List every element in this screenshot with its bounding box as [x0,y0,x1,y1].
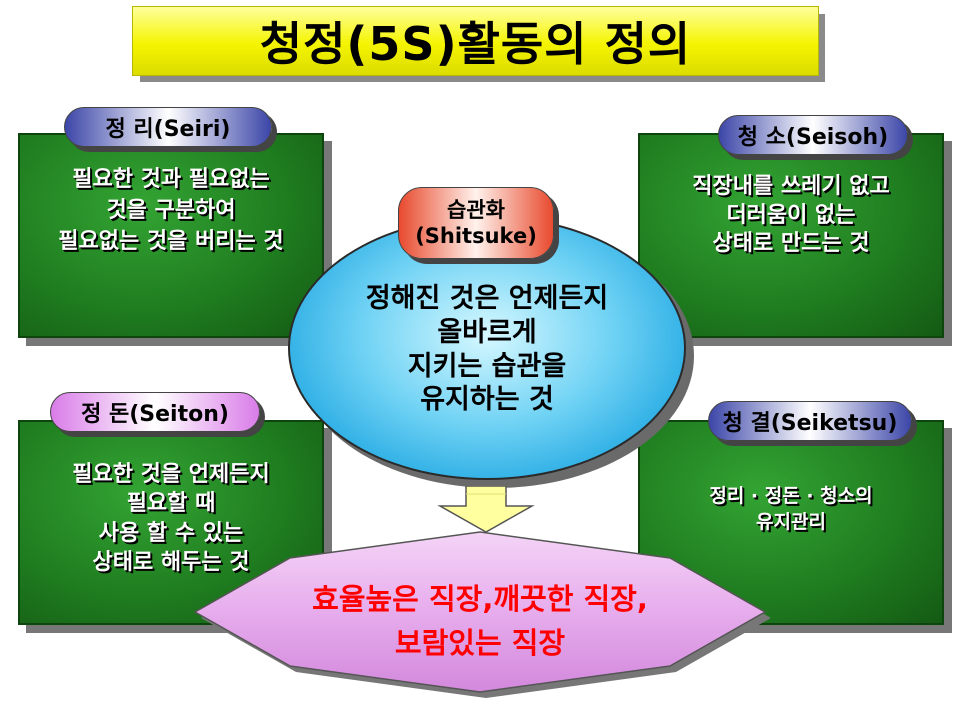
label-seiri: 정 리(Seiri) [64,107,272,147]
page-title: 청정(5S)활동의 정의 [259,17,692,71]
result-text: 효율높은 직장,깨끗한 직장, 보람있는 직장 [190,578,770,665]
box-seisoh: 직장내를 쓰레기 없고 더러움이 없는 상태로 만드는 것 [638,133,944,338]
label-seiketsu: 청 결(Seiketsu) [708,401,912,441]
result-line: 효율높은 직장,깨끗한 직장, [312,582,648,616]
title-box: 청정(5S)활동의 정의 [132,6,819,76]
box-seiri-line: 필요한 것과 필요없는 [72,167,270,192]
shitsuke-ellipse [288,216,686,480]
box-seiri: 필요한 것과 필요없는 것을 구분하여 필요없는 것을 버리는 것 [18,133,324,338]
box-seisoh-text: 직장내를 쓰레기 없고 더러움이 없는 상태로 만드는 것 [640,173,942,259]
shitsuke-text: 정해진 것은 언제든지 올바르게 지키는 습관을 유지하는 것 [288,282,686,417]
result-banner [193,531,770,698]
label-shitsuke-korean: 습관화 [447,197,505,222]
box-seiton-line: 필요할 때 [126,491,216,517]
shitsuke-line: 유지하는 것 [420,384,554,416]
result-line: 보람있는 직장 [394,625,566,660]
shitsuke-line: 지키는 습관을 [407,350,567,382]
box-seiri-text: 필요한 것과 필요없는 것을 구분하여 필요없는 것을 버리는 것 [20,165,322,257]
box-seisoh-line: 직장내를 쓰레기 없고 [692,174,890,199]
box-seiton-line: 사용 할 수 있는 [98,520,244,546]
box-seiketsu-text: 정리 · 정돈 · 청소의 유지관리 [640,484,942,535]
label-shitsuke: 습관화 (Shitsuke) [398,187,554,259]
box-seiketsu-line: 정리 · 정돈 · 청소의 [709,485,873,507]
shitsuke-line: 정해진 것은 언제든지 [365,283,609,314]
box-seiton: 필요한 것을 언제든지 필요할 때 사용 할 수 있는 상태로 해두는 것 [18,420,324,625]
box-seiton-text: 필요한 것을 언제든지 필요할 때 사용 할 수 있는 상태로 해두는 것 [20,460,322,577]
title-banner: 청정(5S)활동의 정의 [132,6,825,82]
box-seiri-line: 필요없는 것을 버리는 것 [58,228,284,254]
label-seisoh: 청 소(Seisoh) [718,115,908,155]
box-seisoh-line: 더러움이 없는 [726,202,856,228]
label-shitsuke-english: (Shitsuke) [415,224,537,248]
label-seiton: 정 돈(Seiton) [50,392,260,432]
box-seisoh-line: 상태로 만드는 것 [712,231,870,257]
down-arrow-icon [437,486,535,533]
box-seiri-line: 것을 구분하여 [106,197,236,223]
box-seiton-line: 필요한 것을 언제든지 [72,462,270,487]
box-seiton-line: 상태로 해두는 것 [92,549,250,575]
box-seiketsu-line: 유지관리 [756,510,826,533]
shitsuke-line: 올바르게 [437,316,537,348]
